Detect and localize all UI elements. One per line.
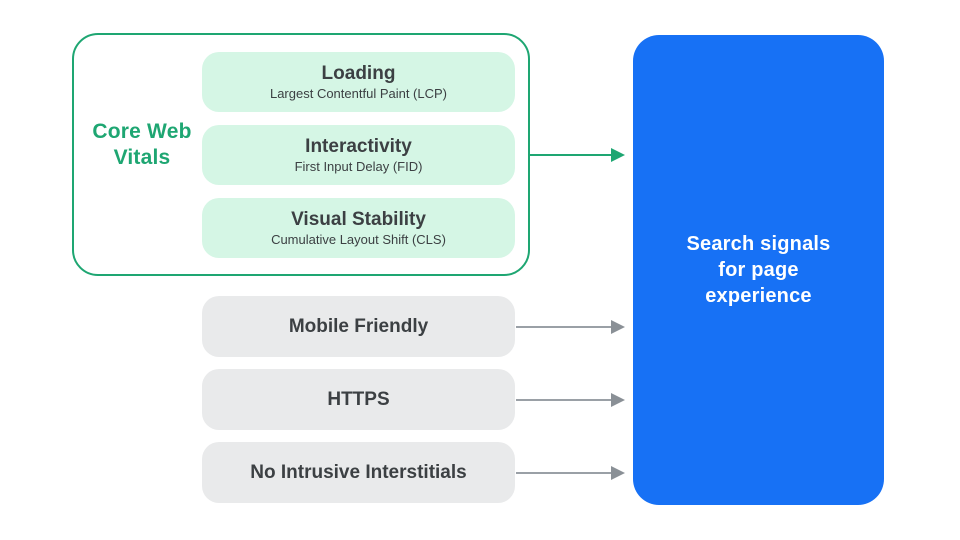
interactivity-title: Interactivity (305, 136, 412, 157)
search-signals-box: Search signals for page experience (633, 35, 884, 505)
no-intrusive-interstitials-label: No Intrusive Interstitials (250, 462, 467, 483)
core-web-vitals-label: Core Web Vitals (92, 120, 192, 169)
arrow-right-icon-https (516, 393, 625, 407)
visual-stability-pill: Visual Stability Cumulative Layout Shift… (202, 198, 515, 258)
arrow-right-icon-core-web-vitals (530, 148, 625, 162)
loading-title: Loading (321, 63, 396, 84)
https-label: HTTPS (327, 389, 390, 410)
visual-stability-title: Visual Stability (291, 209, 426, 230)
https-pill: HTTPS (202, 369, 515, 430)
loading-pill: Loading Largest Contentful Paint (LCP) (202, 52, 515, 112)
visual-stability-subtitle: Cumulative Layout Shift (CLS) (271, 232, 446, 247)
search-signals-label: Search signals for page experience (686, 233, 831, 307)
arrow-right-icon-no-intrusive-interstitials (516, 466, 625, 480)
interactivity-subtitle: First Input Delay (FID) (294, 159, 423, 174)
interactivity-pill: Interactivity First Input Delay (FID) (202, 125, 515, 185)
arrow-right-icon-mobile-friendly (516, 320, 625, 334)
mobile-friendly-label: Mobile Friendly (288, 316, 429, 337)
mobile-friendly-pill: Mobile Friendly (202, 296, 515, 357)
loading-subtitle: Largest Contentful Paint (LCP) (269, 86, 448, 101)
no-intrusive-interstitials-pill: No Intrusive Interstitials (202, 442, 515, 503)
